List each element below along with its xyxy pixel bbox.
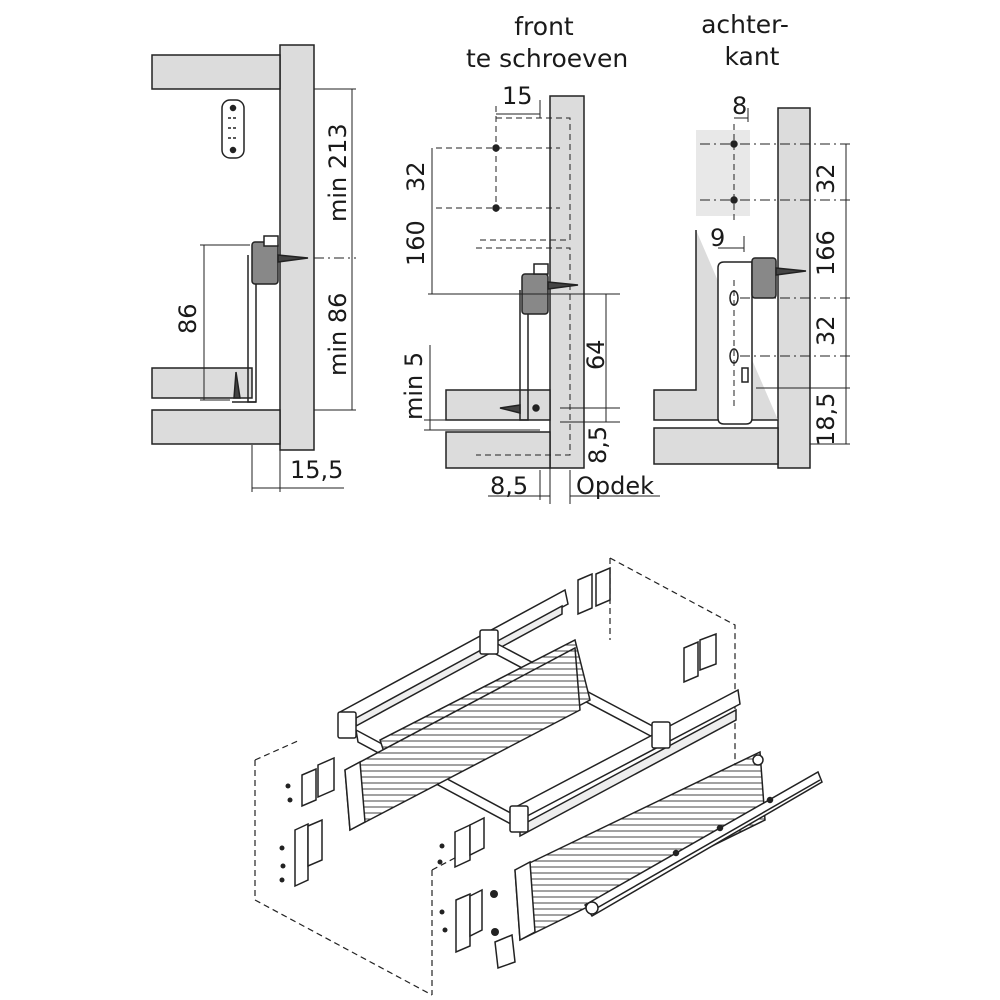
back-heading-line2: kant: [724, 42, 780, 71]
middle-dimension-lines: [424, 100, 660, 504]
assembly-screws: [279, 783, 499, 936]
left-dimension-lines: [200, 88, 356, 492]
dim-86: 86: [174, 303, 202, 334]
screw-icon: [233, 371, 241, 399]
rear-bracket: [717, 261, 753, 425]
drill-hole: [492, 204, 500, 212]
back-panel-upper: [696, 130, 750, 216]
dim-9: 9: [710, 224, 726, 252]
front-mount-brackets: [294, 756, 516, 970]
dim-166: 166: [812, 230, 840, 276]
drawer-side-profile: [519, 290, 529, 421]
left-drawer-side: [344, 646, 581, 832]
dim-8: 8: [732, 92, 748, 120]
cabinet-clip: [221, 99, 245, 159]
dim-32-back-top: 32: [812, 163, 840, 194]
drawer-runner: [583, 770, 823, 918]
back-heading-line1: achter-: [701, 10, 789, 39]
drill-hole: [532, 404, 540, 412]
front-fixing-bracket: [251, 241, 279, 285]
back-panel: [777, 107, 811, 469]
rear-fixing-bracket: [751, 257, 777, 299]
dim-18-5: 18,5: [812, 392, 840, 446]
screw-icon: [775, 267, 807, 276]
top-shelf: [151, 54, 281, 90]
screw-icon: [547, 281, 579, 290]
bottom-shelf: [151, 409, 281, 445]
dim-32-front: 32: [402, 161, 430, 192]
exploded-assembly-view: [254, 557, 823, 996]
screw-icon: [499, 404, 521, 414]
drawer-bottom-panel: [445, 389, 551, 421]
dim-min-5: min 5: [400, 351, 428, 420]
front-heading-line2: te schroeven: [466, 44, 629, 73]
dim-8-5-horizontal: 8,5: [490, 472, 529, 500]
dim-160: 160: [402, 220, 430, 266]
middle-detail-view: [445, 95, 585, 469]
dim-min-86: min 86: [324, 292, 352, 376]
dim-32-back-bottom: 32: [812, 315, 840, 346]
left-hardware: [221, 99, 309, 403]
middle-hardware: [492, 144, 579, 421]
dim-8-5-vertical: 8,5: [584, 425, 612, 464]
cabinet-side-panel: [279, 44, 315, 451]
drill-hole: [492, 144, 500, 152]
rear-mount-brackets: [577, 566, 717, 684]
right-dimension-lines: [700, 108, 850, 445]
end-cap: [494, 933, 516, 970]
screw-icon: [277, 254, 309, 263]
dim-64: 64: [582, 339, 610, 370]
front-heading-line1: front: [514, 12, 574, 41]
dim-opdek: Opdek: [576, 472, 655, 500]
front-panel: [549, 95, 585, 469]
dim-min-213: min 213: [324, 123, 352, 222]
dim-15-5: 15,5: [290, 456, 344, 484]
dim-15: 15: [502, 82, 533, 110]
right-drawer-side: [514, 750, 766, 942]
